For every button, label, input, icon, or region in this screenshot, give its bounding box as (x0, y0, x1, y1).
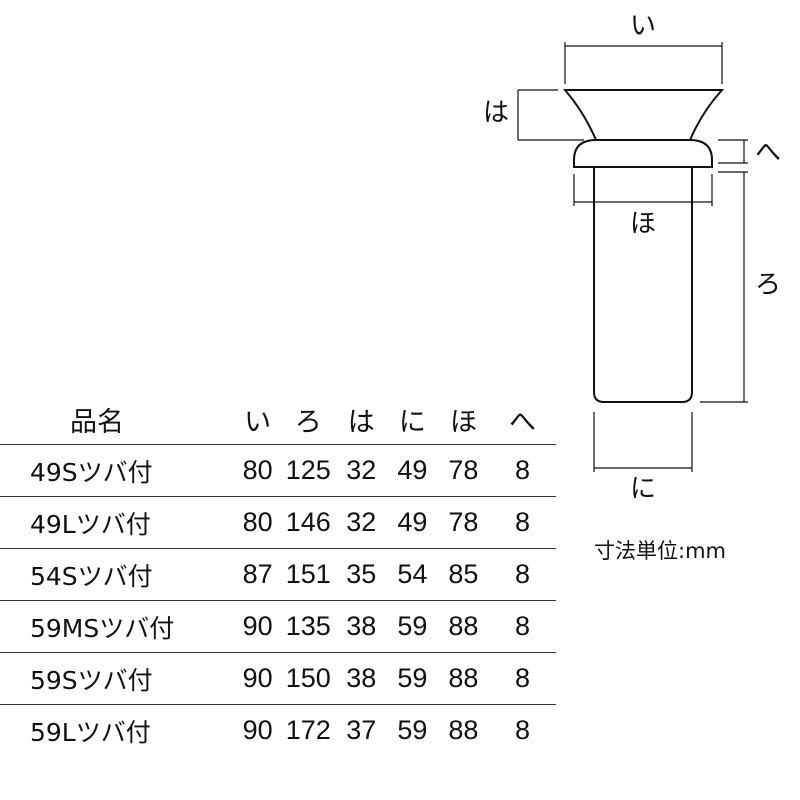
table-row: 59Lツバ付 90 172 37 59 88 8 (0, 705, 556, 757)
cell-he: 8 (514, 559, 530, 589)
unit-note: 寸法単位:mm (594, 539, 726, 563)
header-i: い (244, 406, 272, 438)
cell-ha: 32 (346, 455, 377, 485)
table-row: 54Sツバ付 87 151 35 54 85 8 (0, 549, 556, 601)
cell-ni: 54 (397, 559, 428, 589)
label-he: へ (755, 138, 781, 168)
part-outline (562, 89, 725, 403)
cell-ho: 88 (448, 715, 479, 745)
table-row: 59Sツバ付 90 150 38 59 88 8 (0, 653, 556, 705)
cell-i: 80 (242, 455, 273, 485)
header-ha: は (347, 406, 375, 438)
cell-he: 8 (514, 455, 530, 485)
cell-he: 8 (514, 611, 530, 641)
cell-ro: 146 (285, 507, 331, 537)
cell-ha: 38 (346, 663, 377, 693)
cell-ho: 88 (448, 611, 479, 641)
cell-ha: 37 (346, 715, 377, 745)
cell-name: 49Sツバ付 (30, 457, 153, 487)
cell-ni: 59 (397, 611, 428, 641)
cell-i: 90 (242, 611, 273, 641)
cell-ni: 59 (397, 715, 428, 745)
cell-ho: 85 (448, 559, 479, 589)
cell-ni: 49 (397, 455, 428, 485)
label-ho: ほ (630, 209, 656, 239)
cell-ho: 88 (448, 663, 479, 693)
header-ro: ろ (294, 406, 322, 438)
cell-ha: 38 (346, 611, 377, 641)
cell-i: 90 (242, 663, 273, 693)
header-ni: に (398, 406, 426, 438)
cell-i: 80 (242, 507, 273, 537)
tube-body-shape (593, 167, 693, 403)
cell-ho: 78 (448, 507, 479, 537)
label-ha: は (483, 98, 509, 128)
label-ni: に (630, 474, 656, 504)
header-name: 品名 (70, 406, 124, 438)
cell-name: 59MSツバ付 (30, 613, 175, 643)
cell-i: 87 (242, 559, 273, 589)
header-he: へ (508, 406, 536, 438)
cell-ro: 135 (285, 611, 331, 641)
cell-ho: 78 (448, 455, 479, 485)
table-row: 59MSツバ付 90 135 38 59 88 8 (0, 601, 556, 653)
cell-ro: 172 (285, 715, 331, 745)
cell-he: 8 (514, 663, 530, 693)
table-row: 49Sツバ付 80 125 32 49 78 8 (0, 445, 556, 497)
flared-top-shape (562, 89, 725, 141)
spec-table: 品名 い ろ は に ほ へ 49Sツバ付 80 125 32 49 78 8 … (0, 394, 556, 756)
collar-shape (573, 139, 713, 168)
cell-i: 90 (242, 715, 273, 745)
cell-ha: 35 (346, 559, 377, 589)
cell-name: 49Lツバ付 (30, 509, 151, 539)
dimension-labels: い は へ ほ ろ に 寸法単位:mm (483, 11, 781, 563)
table-header-row: 品名 い ろ は に ほ へ (0, 394, 556, 445)
cell-ro: 125 (285, 455, 331, 485)
cell-name: 54Sツバ付 (30, 561, 153, 591)
dimension-lines (517, 42, 748, 472)
table-row: 49Lツバ付 80 146 32 49 78 8 (0, 497, 556, 549)
header-ho: ほ (449, 406, 477, 438)
label-ro: ろ (755, 270, 781, 300)
label-i: い (630, 11, 656, 41)
cell-ro: 150 (285, 663, 331, 693)
cell-ro: 151 (285, 559, 331, 589)
cell-name: 59Lツバ付 (30, 717, 151, 747)
cell-ni: 59 (397, 663, 428, 693)
cell-ha: 32 (346, 507, 377, 537)
cell-name: 59Sツバ付 (30, 665, 153, 695)
cell-ni: 49 (397, 507, 428, 537)
cell-he: 8 (514, 507, 530, 537)
cell-he: 8 (514, 715, 530, 745)
